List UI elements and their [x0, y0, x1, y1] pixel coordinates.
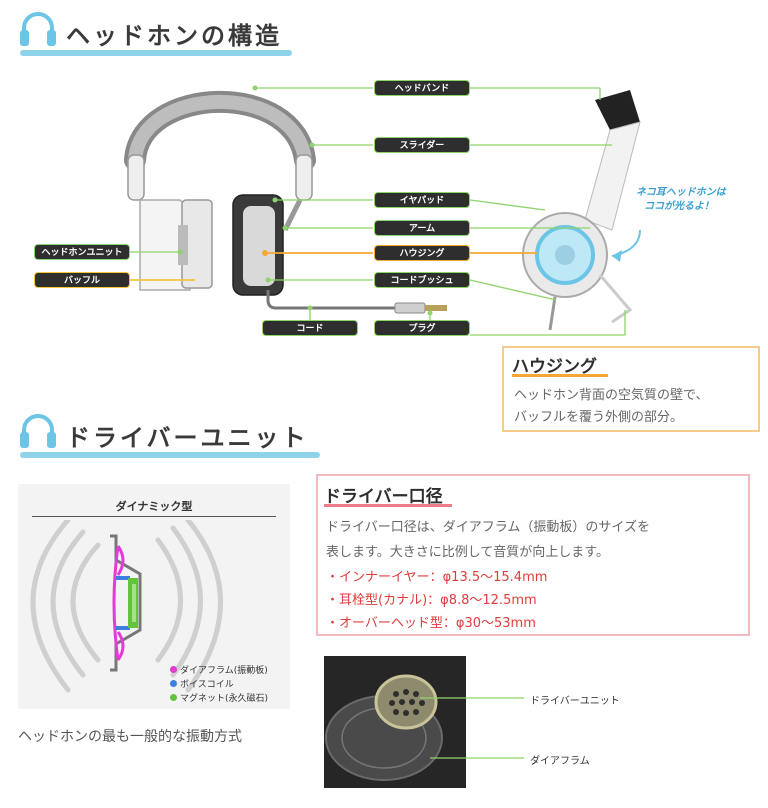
legend-swatch-diaphragm — [170, 666, 177, 673]
section-title-structure: ヘッドホンの構造 — [66, 22, 282, 50]
headphone-structure-diagram — [124, 85, 641, 336]
dynamic-type-title: ダイナミック型 — [115, 500, 193, 513]
headphone-icon — [20, 12, 56, 46]
housing-callout-line-2: バッフルを覆う外側の部分。 — [514, 410, 684, 425]
photo-leader-lines — [420, 697, 524, 759]
photo-label-diaphragm: ダイアフラム — [530, 756, 590, 767]
housing-callout-underline — [512, 374, 608, 377]
dynamic-driver-diagram — [30, 520, 223, 693]
driver-unit-photo — [324, 656, 466, 788]
driver-callout-line-1: ドライバー口径は、ダイアフラム（振動板）のサイズを — [326, 520, 650, 535]
driver-callout-title: ドライバー口径 — [324, 487, 443, 507]
label-baffle: バッフル — [34, 272, 130, 288]
driver-size-canal: ・耳栓型(カナル)：φ8.8～12.5mm — [326, 593, 537, 608]
label-cord-bush: コードブッシュ — [374, 272, 470, 288]
label-slider: スライダー — [374, 137, 470, 153]
label-housing: ハウジング — [374, 245, 470, 261]
legend-swatch-voice-coil — [170, 680, 177, 687]
title-underline — [20, 452, 320, 458]
label-headphone-unit: ヘッドホンユニット — [34, 244, 130, 260]
driver-callout-underline — [324, 504, 452, 507]
label-earpad: イヤパッド — [374, 192, 470, 208]
driver-size-over-head: ・オーバーヘッド型：φ30～53mm — [326, 616, 536, 631]
section-title-driver-unit: ドライバーユニット — [66, 424, 309, 452]
neko-ear-note: ネコ耳ヘッドホンは ココが光るよ！ — [636, 187, 726, 212]
housing-callout-line-1: ヘッドホン背面の空気質の壁で、 — [514, 388, 709, 403]
driver-size-inner-ear: ・インナーイヤー：φ13.5～15.4mm — [326, 570, 548, 585]
legend-swatch-magnet — [170, 694, 177, 701]
dynamic-type-panel — [18, 484, 290, 709]
label-plug: プラグ — [374, 320, 470, 336]
driver-callout-line-2: 表します。大きさに比例して音質が向上します。 — [326, 545, 610, 560]
headphone-icon — [20, 414, 56, 448]
photo-label-driver-unit: ドライバーユニット — [530, 696, 620, 707]
dynamic-type-divider — [32, 516, 276, 517]
label-cord: コード — [262, 320, 358, 336]
housing-callout — [502, 346, 760, 432]
driver-diameter-callout — [316, 474, 750, 636]
label-headband: ヘッドバンド — [374, 80, 470, 96]
dynamic-type-caption: ヘッドホンの最も一般的な振動方式 — [18, 729, 242, 745]
housing-callout-title: ハウジング — [512, 357, 597, 377]
title-underline — [20, 50, 292, 56]
label-arm: アーム — [374, 220, 470, 236]
